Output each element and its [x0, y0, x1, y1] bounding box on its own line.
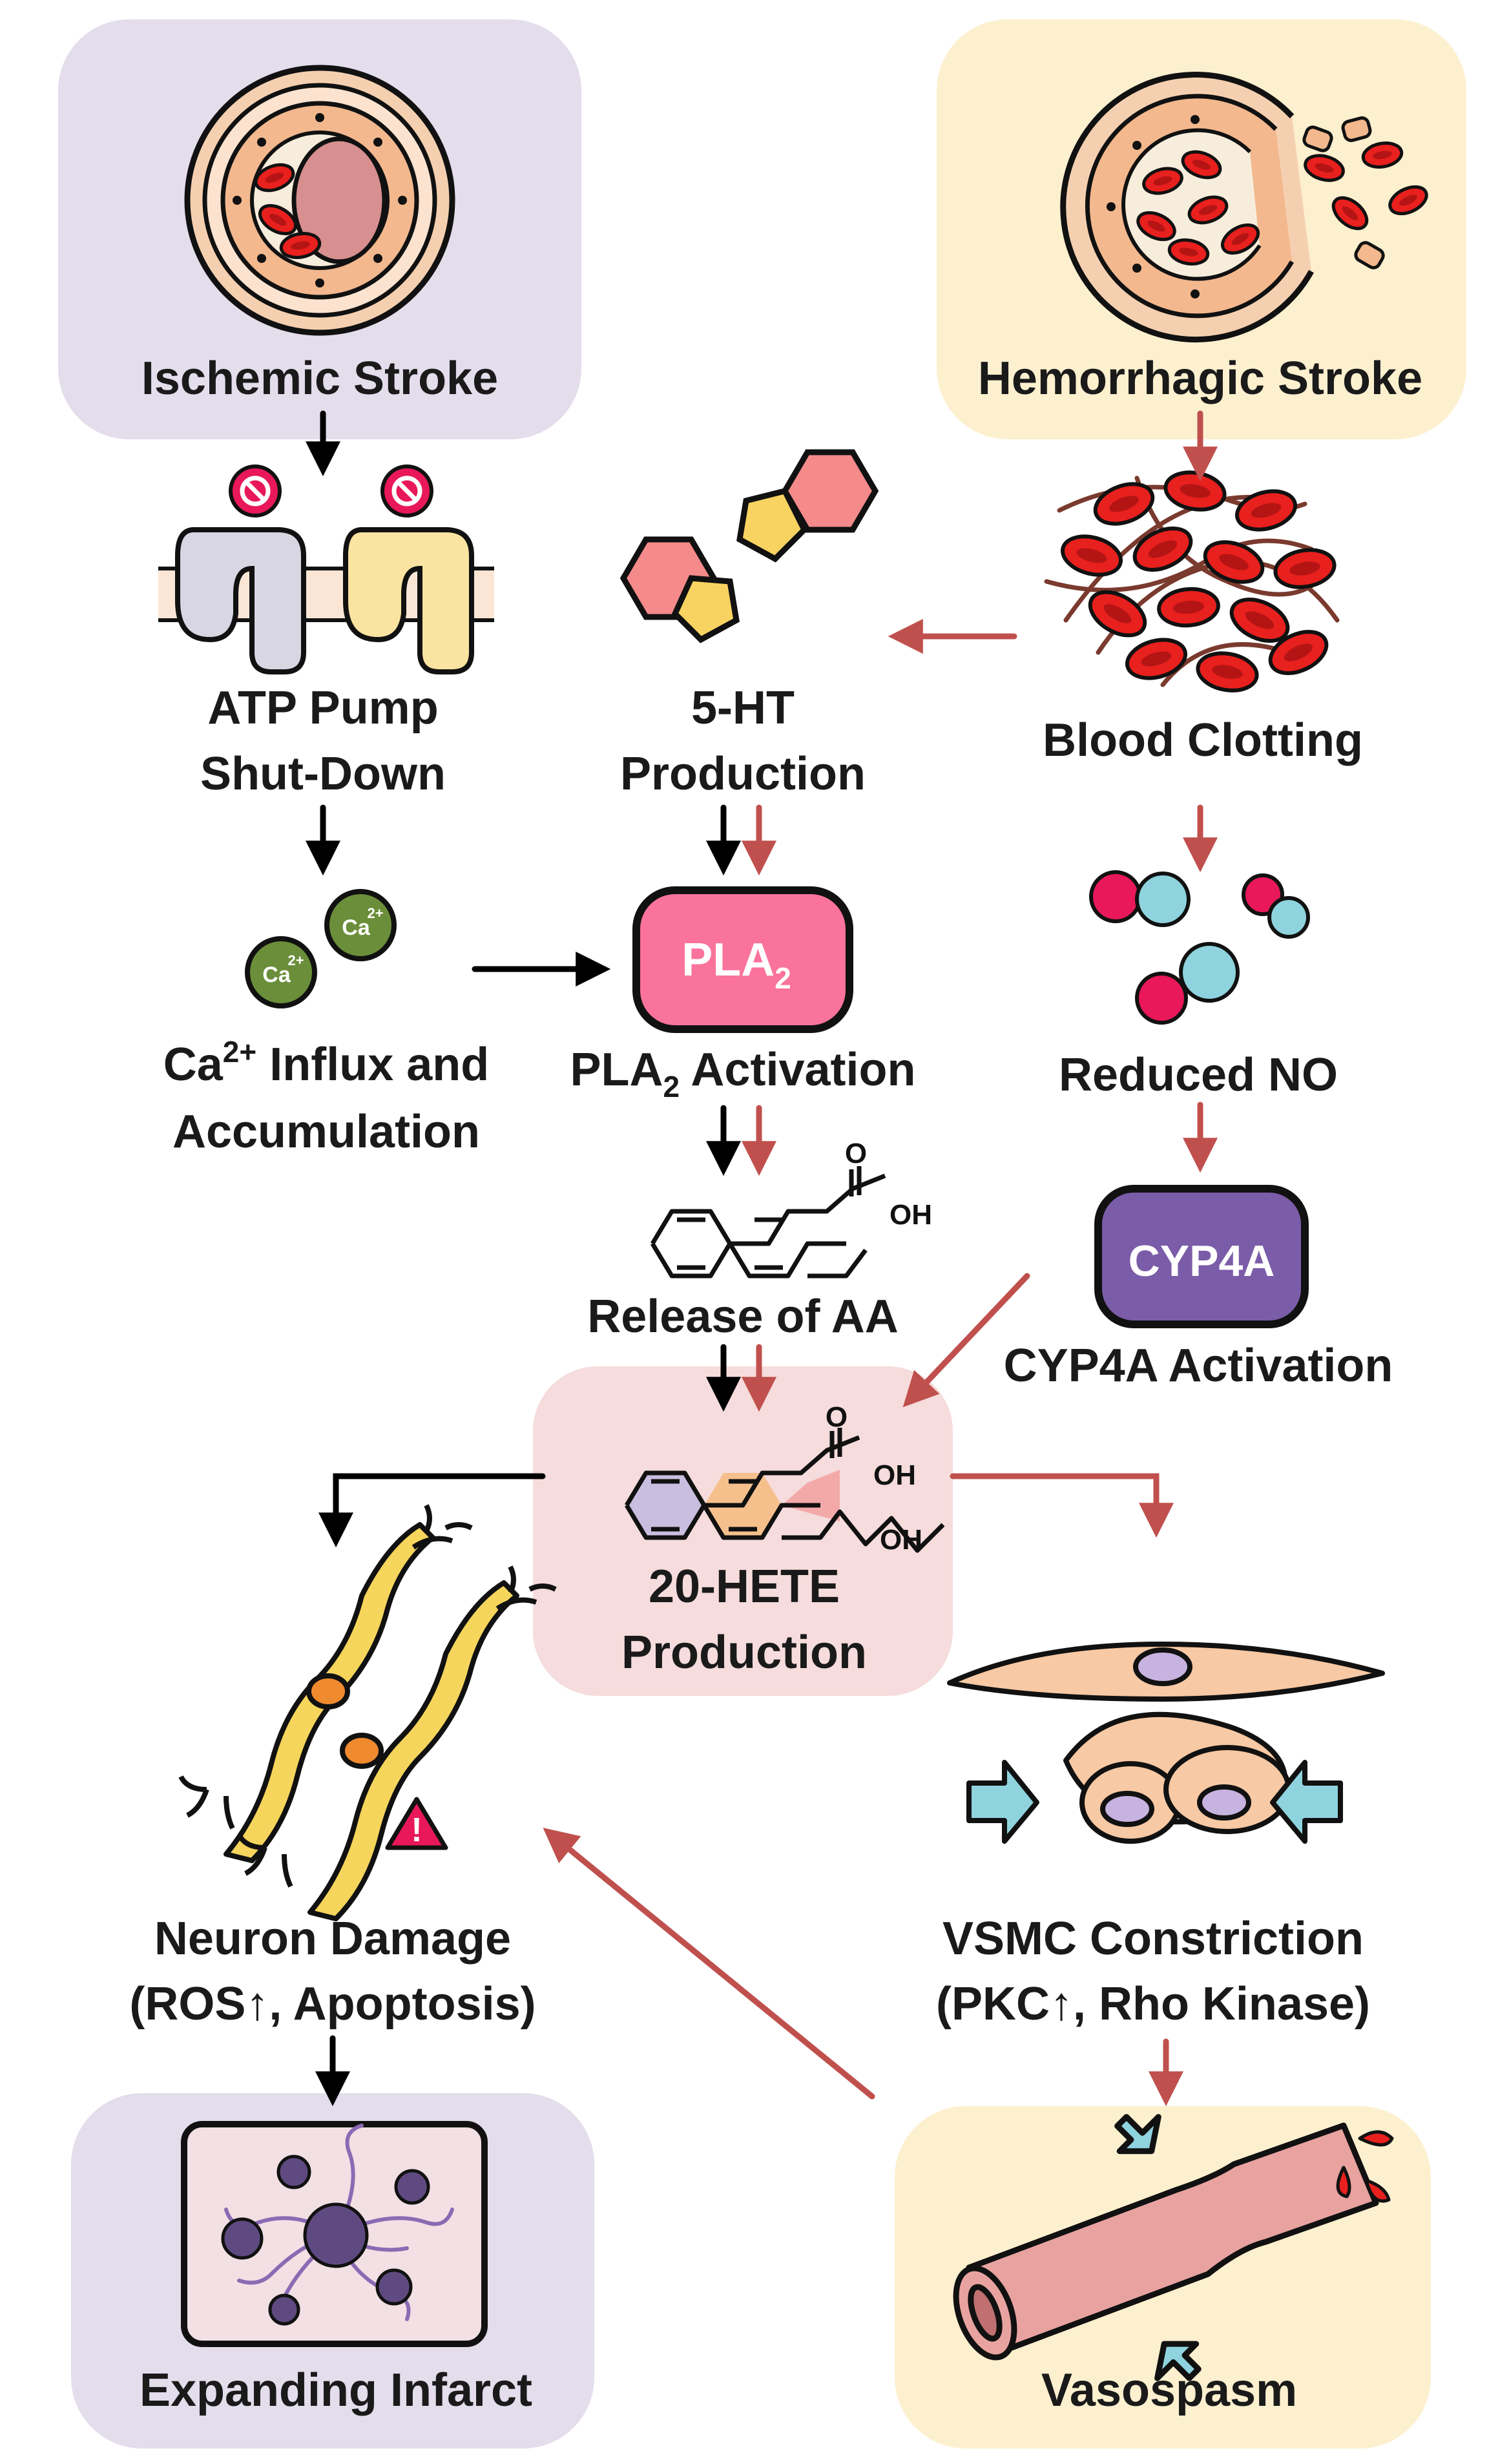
- warning-icon: !: [385, 1797, 448, 1850]
- serotonin-production-label: Production: [620, 748, 866, 800]
- hete-label: 20-HETE: [649, 1561, 840, 1613]
- cyp4a-box: CYP4A: [1094, 1185, 1309, 1328]
- vessel-spasm-icon: [953, 2114, 1394, 2381]
- svg-text:2+: 2+: [287, 952, 304, 968]
- hete-carbonyl-label: O: [826, 1401, 848, 1433]
- serotonin-label: 5-HT: [691, 682, 795, 734]
- svg-text:!: !: [411, 1811, 422, 1849]
- vasospasm-label: Vasospasm: [1041, 2365, 1297, 2416]
- svg-text:Ca: Ca: [342, 915, 371, 940]
- arrow-hete-to-vsmc: [950, 1473, 1174, 1538]
- artery-icon: [184, 65, 455, 336]
- pla2-box: PLA2: [632, 886, 853, 1033]
- serotonin-icon: [619, 449, 879, 643]
- hete-molecule-icon: [624, 1428, 945, 1553]
- neuron-damage-detail-label: (ROS↑, Apoptosis): [129, 1978, 536, 2030]
- cyp4a-activation-label: CYP4A Activation: [1004, 1340, 1393, 1392]
- hete-hydroxyl-label: OH: [873, 1459, 916, 1491]
- calcium-influx-label: Ca2+ Influx and: [163, 1035, 490, 1091]
- svg-text:PLA2: PLA2: [682, 934, 791, 995]
- hete-terminal-hydroxyl-label: OH: [880, 1524, 922, 1556]
- ischemic-stroke-label: Ischemic Stroke: [141, 353, 498, 404]
- blood-clot-icon: [1044, 468, 1340, 694]
- expanding-infarct-label: Expanding Infarct: [140, 2365, 532, 2416]
- hemorrhagic-stroke-label: Hemorrhagic Stroke: [978, 353, 1422, 404]
- svg-text:CYP4A: CYP4A: [1129, 1237, 1275, 1286]
- nitric-oxide-icon: [1089, 870, 1310, 1025]
- ruptured-artery-icon: [1060, 72, 1431, 342]
- neuron-damage-label: Neuron Damage: [154, 1913, 511, 1965]
- hete-production-label: Production: [621, 1627, 867, 1678]
- vsmc-constriction-label: VSMC Constriction: [942, 1913, 1364, 1965]
- vsmc-constriction-detail-label: (PKC↑, Rho Kinase): [936, 1978, 1370, 2030]
- blood-clotting-label: Blood Clotting: [1043, 715, 1363, 766]
- calcium-ion-icon: Ca 2+ Ca 2+: [245, 889, 397, 1008]
- arrow-vasospasm-to-neuron: [543, 1828, 875, 2100]
- arrow-hete-to-neuron: [318, 1473, 546, 1548]
- aa-release-label: Release of AA: [587, 1291, 899, 1342]
- pla2-activation-label: PLA2 Activation: [570, 1044, 916, 1103]
- atp-shutdown-label: Shut-Down: [200, 748, 446, 800]
- atp-pump-label: ATP Pump: [207, 682, 438, 734]
- ion-pump-icon: [158, 465, 494, 674]
- reduced-no-label: Reduced NO: [1059, 1049, 1338, 1101]
- aa-carbonyl-label: O: [845, 1138, 867, 1169]
- arachidonic-acid-icon: [650, 1166, 886, 1279]
- svg-text:Ca: Ca: [262, 963, 291, 987]
- infarct-icon: [181, 2121, 488, 2347]
- svg-text:2+: 2+: [367, 905, 383, 921]
- smooth-muscle-icon: [947, 1642, 1385, 1844]
- calcium-accumulation-label: Accumulation: [172, 1106, 480, 1158]
- arrow-cyp4a-to-hete: [902, 1273, 1030, 1408]
- aa-hydroxyl-label: OH: [890, 1199, 932, 1231]
- neuron-icon: [178, 1504, 557, 1921]
